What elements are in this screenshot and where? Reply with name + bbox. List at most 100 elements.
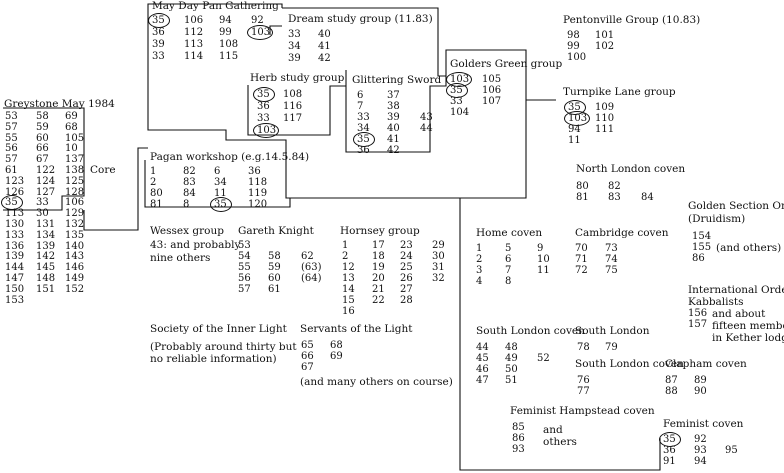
mayday-member: 114 bbox=[184, 51, 204, 62]
glittering-member: 41 bbox=[387, 134, 400, 145]
pagan-member: 80 bbox=[150, 188, 163, 199]
mayday-member: 108 bbox=[219, 39, 239, 50]
hornsey-member: 22 bbox=[372, 295, 385, 306]
southlondon3-member: 76 bbox=[577, 375, 590, 386]
golders-member: 104 bbox=[450, 107, 470, 118]
southlondon1-member: 44 bbox=[476, 342, 489, 353]
hornsey-member: 24 bbox=[400, 251, 413, 262]
feminist_hampstead-label: Feminist Hampstead coven bbox=[510, 405, 655, 417]
greystone-member: 67 bbox=[36, 154, 49, 166]
pagan-member: 83 bbox=[183, 177, 196, 188]
kabbalists-member: 156 bbox=[688, 308, 708, 319]
greystone-member: 136 bbox=[5, 240, 25, 252]
core-label: Core bbox=[90, 164, 116, 176]
dream-box bbox=[282, 7, 446, 77]
hornsey-member: 17 bbox=[372, 240, 385, 251]
greystone-core bbox=[3, 107, 85, 211]
northlondon-label: North London coven bbox=[576, 163, 686, 175]
glittering-member: 36 bbox=[357, 145, 370, 156]
northlondon-member: 84 bbox=[641, 192, 654, 203]
greystone-member: 139 bbox=[5, 251, 25, 263]
greystone-label: Greystone May 1984 bbox=[4, 98, 115, 110]
kabbalists-sub: Kabbalists bbox=[688, 296, 744, 308]
clapham-label: Clapham coven bbox=[665, 358, 747, 370]
home-member: 4 bbox=[476, 276, 483, 287]
pagan-member: 8 bbox=[183, 199, 190, 210]
golders-member: 105 bbox=[482, 74, 502, 85]
turnpike-member: 11 bbox=[568, 135, 581, 146]
mayday-box bbox=[147, 13, 290, 199]
greystone-member: 61 bbox=[5, 165, 18, 176]
feminist-label: Feminist coven bbox=[663, 418, 744, 430]
pagan-member: 118 bbox=[248, 177, 268, 188]
gareth-member: 56 bbox=[238, 273, 251, 284]
hornsey-member: 13 bbox=[342, 273, 355, 284]
home-member: 2 bbox=[476, 254, 483, 265]
home-member: 5 bbox=[505, 243, 512, 254]
turnpike-member: 111 bbox=[595, 124, 615, 135]
greystone-member: 137 bbox=[65, 154, 85, 166]
glittering-highlight-circle bbox=[353, 132, 375, 147]
pagan-box bbox=[144, 160, 460, 208]
greystone-member: 59 bbox=[36, 121, 49, 133]
glittering-member: 6 bbox=[357, 90, 364, 101]
dream-label: Dream study group (11.83) bbox=[288, 13, 433, 25]
herb-member: 108 bbox=[283, 89, 303, 100]
pentonville-member: 98 bbox=[567, 30, 580, 41]
mayday-member: 115 bbox=[219, 51, 239, 62]
pagan-member: 81 bbox=[150, 199, 163, 210]
greystone-member: 106 bbox=[65, 197, 85, 209]
greystone-highlight-circle bbox=[1, 195, 23, 211]
feminist-member: 95 bbox=[725, 445, 738, 456]
hornsey-member: 28 bbox=[400, 295, 413, 306]
southlondon2-member: 78 bbox=[577, 342, 590, 353]
servants-more: (and many others on course) bbox=[300, 376, 453, 388]
golden-member: 154 bbox=[692, 231, 712, 242]
cambridge-label: Cambridge coven bbox=[575, 227, 669, 239]
dream-member: 39 bbox=[288, 53, 301, 64]
pagan-member: 84 bbox=[183, 188, 196, 199]
greystone-member: 148 bbox=[36, 273, 56, 284]
home-member: 8 bbox=[505, 276, 512, 287]
glittering-member: 7 bbox=[357, 101, 364, 112]
herb-highlight-circle bbox=[253, 87, 275, 102]
mayday-member: 39 bbox=[152, 39, 165, 50]
dream-member: 41 bbox=[318, 41, 331, 52]
southlondon3-member: 77 bbox=[577, 386, 590, 397]
gareth-member: 54 bbox=[238, 251, 251, 262]
mayday-highlight-circle bbox=[148, 13, 170, 28]
pagan-member: 82 bbox=[183, 166, 196, 177]
gareth-member: 60 bbox=[268, 273, 281, 284]
golders-member: 107 bbox=[482, 96, 502, 107]
innerlight-2: no reliable information) bbox=[150, 353, 277, 365]
herb-member: 36 bbox=[257, 101, 270, 112]
glittering-member: 38 bbox=[387, 101, 400, 112]
greystone-member: 113 bbox=[5, 208, 25, 220]
dream-member: 42 bbox=[318, 53, 331, 64]
greystone-member: 139 bbox=[36, 240, 56, 252]
greystone-member: 135 bbox=[65, 229, 85, 241]
spine-line bbox=[459, 198, 661, 471]
kabbalists-member: 157 bbox=[688, 319, 708, 330]
southlondon1-label: South London coven bbox=[476, 325, 585, 337]
glittering-member: 44 bbox=[420, 123, 433, 134]
kabbalists-3: in Kether lodge bbox=[712, 332, 784, 344]
feminist-member: 92 bbox=[694, 434, 707, 445]
cambridge-member: 71 bbox=[575, 254, 588, 265]
home-member: 1 bbox=[476, 243, 483, 254]
gareth-member: 58 bbox=[268, 251, 281, 262]
gareth-member: 55 bbox=[238, 262, 251, 273]
home-member: 9 bbox=[537, 243, 544, 254]
golders-line bbox=[460, 73, 527, 199]
gareth-label: Gareth Knight bbox=[238, 225, 314, 237]
greystone-member: 152 bbox=[65, 283, 85, 295]
pentonville-member: 101 bbox=[595, 30, 615, 41]
pagan-member: 11 bbox=[214, 188, 227, 199]
southlondon1-member: 47 bbox=[476, 375, 489, 386]
hornsey-label: Hornsey group bbox=[340, 225, 420, 237]
hampstead-others: others bbox=[543, 436, 577, 448]
golden-others: (and others) bbox=[716, 242, 782, 254]
gareth-member: 61 bbox=[268, 284, 281, 295]
southlondon1-member: 51 bbox=[505, 375, 518, 386]
